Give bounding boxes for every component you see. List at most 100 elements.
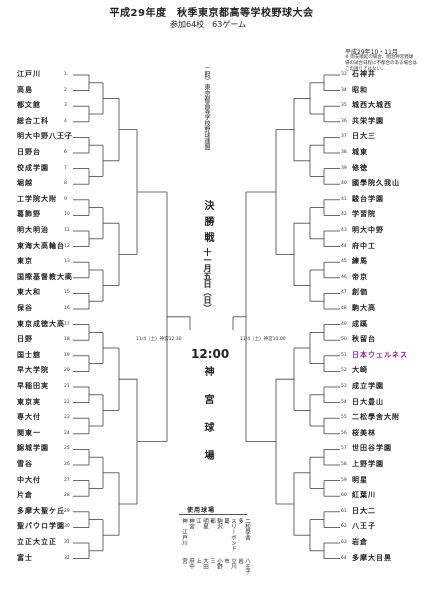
seed-number: 3 (64, 103, 67, 109)
seed-number: 8 (64, 181, 67, 187)
venue-entry: 府中 (188, 558, 194, 569)
venue-entry: 神宮 (188, 518, 194, 529)
right-team-name: 城東 (352, 148, 368, 156)
venues-title: 使用球場 (187, 507, 216, 514)
seed-number: 31 (64, 540, 70, 545)
seed-number: 62 (341, 524, 347, 530)
seed-number: 34 (341, 87, 347, 93)
right-team-name: 明星 (352, 475, 368, 484)
seed-number: 23 (64, 415, 70, 421)
venue-entry: 江 (195, 518, 201, 524)
right-team-name: 修徳 (352, 163, 368, 172)
right-team-name: 國學院久我山 (352, 179, 400, 188)
left-team-name: 国士舘 (17, 350, 41, 359)
seed-number: 18 (64, 337, 70, 343)
seed-number: 43 (341, 228, 347, 233)
left-team-name: 日野台 (17, 148, 41, 156)
venue-entry: 小野 (216, 558, 222, 569)
seed-number: 39 (341, 165, 347, 171)
left-team-name: 明大中野八王子 (17, 132, 73, 141)
final-venue: 神宮球場 (202, 366, 213, 478)
right-team-name: 共栄学園 (352, 116, 384, 125)
right-team-name: 八王子 (352, 522, 376, 531)
seed-number: 59 (341, 477, 347, 483)
venue-entry: 都 (209, 518, 215, 524)
subtitle: 参加64校 63ゲーム (170, 20, 247, 29)
seed-number: 46 (341, 274, 347, 280)
right-team-name: 明大中野 (352, 226, 384, 234)
seed-number: 25 (64, 446, 70, 452)
seed-number: 32 (64, 555, 70, 561)
right-team-name: 上野学園 (352, 460, 384, 468)
venue-entry: 明星 (202, 518, 208, 529)
left-team-name: 富士 (17, 553, 33, 562)
seed-number: 33 (341, 72, 347, 77)
venue-entry: 二松學舍 (244, 518, 250, 540)
seed-number: 61 (341, 508, 347, 514)
venue-entry: 駒沢 (216, 518, 222, 529)
left-team-name: 早大学院 (17, 366, 49, 375)
left-team-name: 東京 (17, 257, 33, 266)
seed-number: 26 (64, 462, 70, 467)
right-team-name: 紅葉川 (352, 491, 376, 500)
seed-number: 49 (341, 321, 347, 327)
seed-number: 45 (341, 259, 347, 265)
venue-entry: スリーボンド (230, 518, 236, 551)
seed-number: 51 (341, 352, 347, 358)
venue-entry: 大田 (202, 558, 208, 569)
seed-number: 60 (341, 493, 347, 499)
seed-number: 16 (64, 306, 70, 311)
right-team-name: 成蹊 (352, 319, 368, 328)
left-team-name: 佼成学園 (17, 163, 49, 172)
right-team-name: 昭和 (352, 85, 368, 94)
left-team-name: 東京実 (17, 397, 41, 406)
left-team-name: 国際基督教大高 (17, 272, 73, 281)
venue-entry: 葛 (223, 518, 229, 524)
right-team-name: 学習院 (352, 210, 376, 219)
seed-number: 11 (64, 228, 70, 233)
seed-number: 52 (341, 368, 347, 374)
seed-number: 7 (64, 165, 67, 171)
right-team-name: 帝京 (352, 272, 368, 281)
federation-name: 二財）東京都高等学校野球連盟 (203, 66, 210, 150)
left-team-name: 早稲田実 (17, 382, 49, 390)
note: ※ 雨天順延の場合、明治神宮野球場の試合日程に不都合のある場合はこの限りではない… (345, 55, 417, 72)
seed-number: 36 (341, 118, 347, 124)
seed-number: 55 (341, 415, 347, 421)
seed-number: 24 (64, 430, 70, 436)
seed-number: 48 (341, 306, 347, 311)
seed-number: 20 (64, 368, 70, 374)
right-team-name: 秋留台 (352, 335, 376, 344)
page-title: 平成29年度 秋季東京都高等学校野球大会 (109, 8, 314, 19)
seed-number: 50 (341, 337, 347, 343)
left-team-name: 東京成徳大高 (17, 319, 65, 328)
venue-entry: 岩 (237, 558, 243, 564)
seed-number: 28 (64, 493, 70, 499)
venue-entry: 宮 (181, 558, 187, 564)
left-team-name: 日野 (17, 335, 33, 344)
seed-number: 64 (341, 555, 347, 561)
left-team-name: 雪谷 (17, 460, 33, 468)
venue-entry: 神 江戸川 (181, 518, 187, 546)
right-team-name: 創価 (352, 288, 368, 297)
right-team-name: 桜美林 (352, 428, 376, 437)
left-team-name: 東大和 (17, 288, 41, 297)
seed-number: 53 (341, 384, 347, 389)
left-team-name: 専大付 (17, 413, 41, 422)
seed-number: 29 (64, 508, 70, 514)
left-team-name: 明大明治 (17, 226, 49, 234)
final-label: 決勝戦 (202, 200, 213, 248)
left-team-name: 都文館 (17, 101, 41, 110)
right-team-name: 成立学園 (352, 382, 384, 390)
left-team-name: 片倉 (17, 491, 33, 500)
final-time: 12:00 (191, 347, 230, 361)
seed-number: 54 (341, 399, 347, 405)
seed-number: 1 (64, 72, 67, 77)
left-team-name: 高島 (17, 85, 33, 94)
seed-number: 37 (341, 134, 347, 140)
seed-number: 2 (64, 87, 67, 93)
right-team-name: 大崎 (352, 366, 368, 375)
right-team-name: 二松學舍大附 (352, 413, 400, 422)
seed-number: 19 (64, 352, 70, 358)
